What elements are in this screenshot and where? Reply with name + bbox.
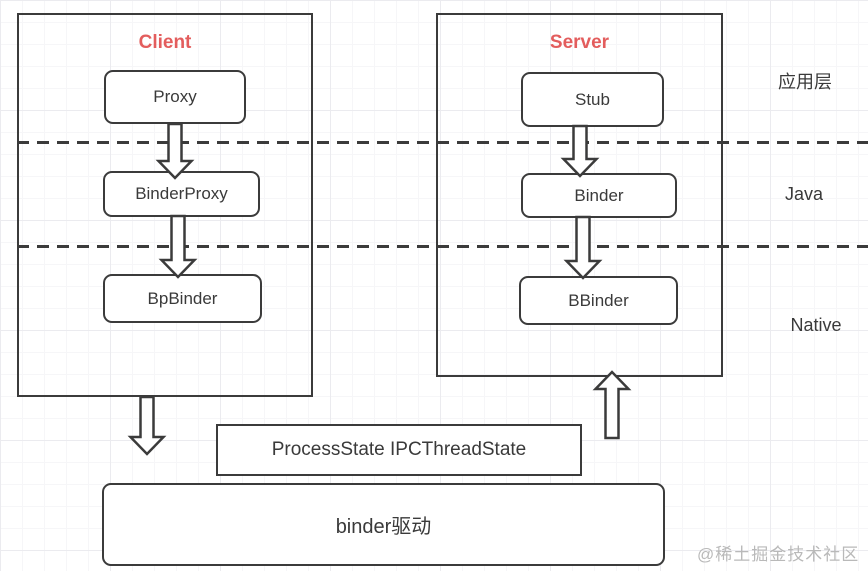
layer-label-native: Native bbox=[790, 315, 842, 335]
server-group-box: Server bbox=[436, 13, 723, 377]
node-bbinder: BBinder bbox=[519, 276, 678, 325]
binder-driver-box: binder驱动 bbox=[102, 483, 665, 566]
node-binder: Binder bbox=[521, 173, 677, 218]
layer-label-app: 应用层 bbox=[778, 72, 832, 92]
arrow-client-to-driver bbox=[127, 395, 167, 456]
server-group-title: Server bbox=[549, 32, 610, 53]
node-binderproxy: BinderProxy bbox=[103, 171, 260, 217]
arrow-driver-to-server bbox=[592, 370, 632, 440]
layer-label-java: Java bbox=[784, 184, 824, 204]
client-group-title: Client bbox=[138, 32, 192, 53]
node-proxy: Proxy bbox=[104, 70, 246, 124]
process-state-box: ProcessState IPCThreadState bbox=[216, 424, 582, 476]
layer-divider-app-java bbox=[17, 141, 868, 144]
watermark-text: @稀土掘金技术社区 bbox=[697, 545, 860, 564]
node-stub: Stub bbox=[521, 72, 664, 127]
node-bpbinder: BpBinder bbox=[103, 274, 262, 323]
layer-divider-java-native bbox=[17, 245, 868, 248]
